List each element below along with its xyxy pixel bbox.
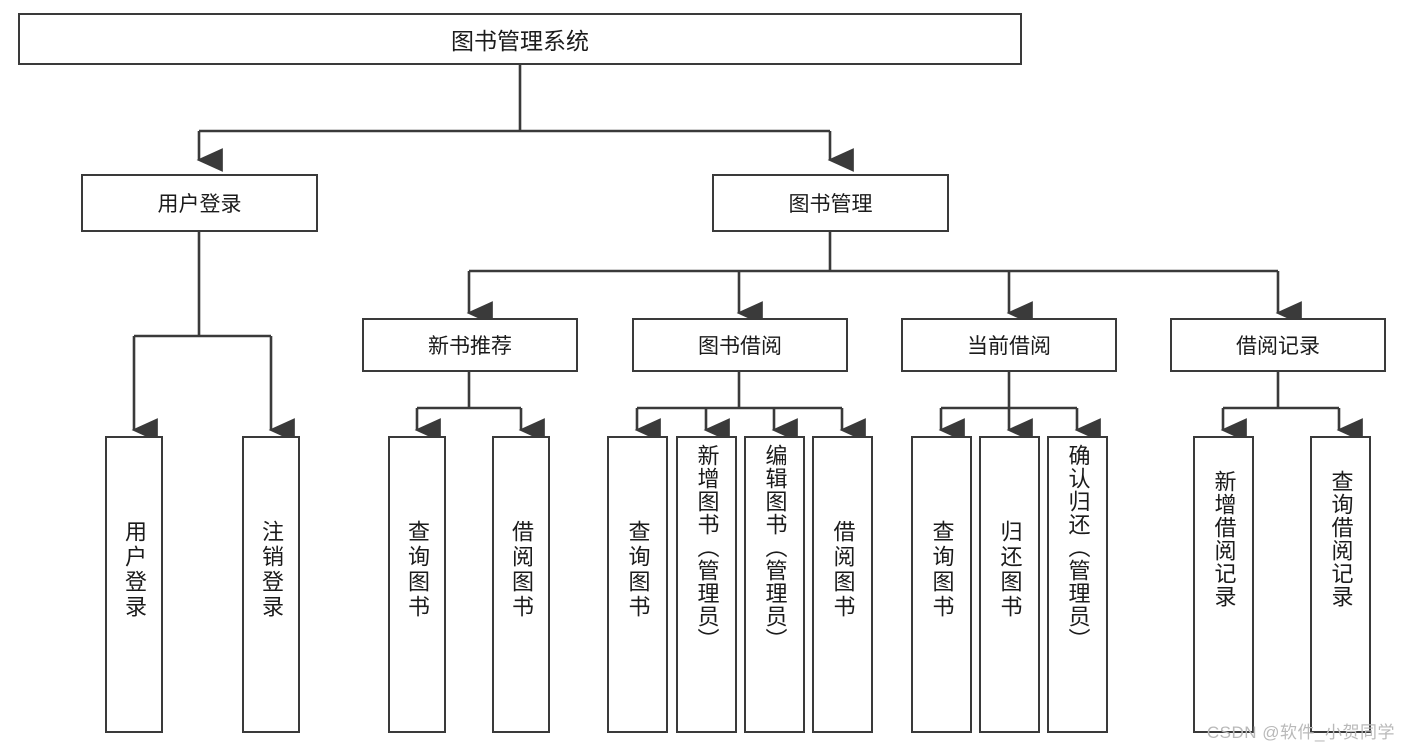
leaf-query-book-recommend-label: 查询图书 [405,520,430,620]
node-book-borrow-label: 图书借阅 [698,335,782,358]
node-user-login[interactable]: 用户登录 [81,174,318,232]
node-user-login-label: 用户登录 [157,193,242,216]
node-current-borrow[interactable]: 当前借阅 [901,318,1117,372]
leaf-query-book-current[interactable]: 查询图书 [911,436,972,733]
leaf-logout-label: 注销登录 [259,520,284,620]
leaf-add-borrow-record[interactable]: 新增借阅记录 [1193,436,1254,733]
leaf-user-login-label: 用户登录 [122,520,147,620]
leaf-user-login[interactable]: 用户登录 [105,436,163,733]
node-new-book-recommend[interactable]: 新书推荐 [362,318,578,372]
leaf-return-book-label: 归还图书 [997,520,1023,620]
leaf-add-borrow-record-label: 新增借阅记录 [1211,470,1237,608]
leaf-query-book-current-label: 查询图书 [929,520,955,620]
leaf-edit-book-label: 编辑图书（管理员） [762,444,788,651]
leaf-return-book[interactable]: 归还图书 [979,436,1040,733]
node-root[interactable]: 图书管理系统 [18,13,1022,65]
leaf-query-book-borrow-label: 查询图书 [625,520,651,620]
leaf-add-book[interactable]: 新增图书（管理员） [676,436,737,733]
leaf-borrow-book-borrow-label: 借阅图书 [830,520,856,620]
leaf-query-borrow-record-label: 查询借阅记录 [1328,470,1354,608]
node-current-borrow-label: 当前借阅 [967,335,1051,358]
leaf-borrow-book-recommend-label: 借阅图书 [509,520,534,620]
leaf-borrow-book-recommend[interactable]: 借阅图书 [492,436,550,733]
leaf-query-book-recommend[interactable]: 查询图书 [388,436,446,733]
node-book-borrow[interactable]: 图书借阅 [632,318,848,372]
node-borrow-record-label: 借阅记录 [1236,335,1320,358]
leaf-add-book-label: 新增图书（管理员） [694,444,720,651]
leaf-logout[interactable]: 注销登录 [242,436,300,733]
leaf-query-book-borrow[interactable]: 查询图书 [607,436,668,733]
leaf-edit-book[interactable]: 编辑图书（管理员） [744,436,805,733]
leaf-query-borrow-record[interactable]: 查询借阅记录 [1310,436,1371,733]
node-borrow-record[interactable]: 借阅记录 [1170,318,1386,372]
node-book-manage-label: 图书管理 [788,193,873,216]
node-book-manage[interactable]: 图书管理 [712,174,949,232]
leaf-borrow-book-borrow[interactable]: 借阅图书 [812,436,873,733]
leaf-confirm-return[interactable]: 确认归还（管理员） [1047,436,1108,733]
node-new-book-recommend-label: 新书推荐 [428,335,512,358]
leaf-confirm-return-label: 确认归还（管理员） [1065,444,1091,651]
node-root-label: 图书管理系统 [451,28,589,54]
